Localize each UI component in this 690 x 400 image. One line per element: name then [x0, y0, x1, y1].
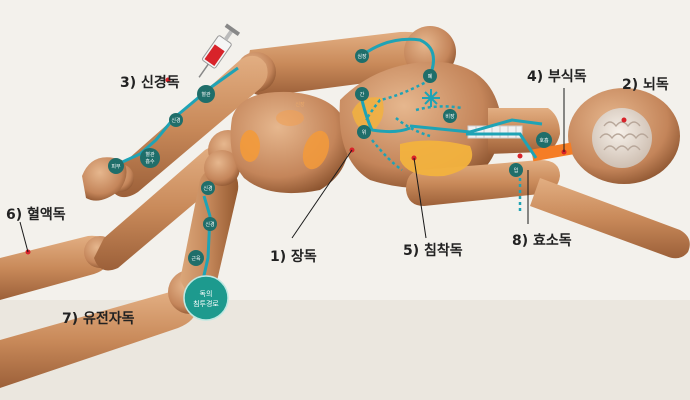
label-enzyme-poison: 8) 효소독 [512, 233, 572, 249]
svg-text:비장: 비장 [445, 113, 455, 120]
node-nerve-c: 신경 [203, 217, 217, 231]
stomach-organ [400, 140, 473, 177]
node-nerve-b: 신경 [201, 181, 215, 195]
torso-path-upper [358, 91, 411, 134]
node-lung: 폐 [423, 69, 437, 83]
node-muscle: 근육 [188, 250, 204, 266]
svg-text:침투경로: 침투경로 [193, 299, 219, 308]
leader-blood [19, 221, 29, 253]
node-blood-vessel: 혈관 [197, 85, 215, 103]
node-breath: 호흡 [536, 132, 552, 148]
svg-text:흡수: 흡수 [145, 158, 155, 165]
leg-path [200, 195, 212, 285]
svg-text:피부: 피부 [111, 163, 121, 170]
node-stomach: 위 [357, 125, 371, 139]
svg-text:신경: 신경 [203, 185, 212, 192]
dashed-path-e [395, 117, 431, 138]
svg-text:신경: 신경 [205, 221, 214, 228]
organ-blob-left [240, 130, 260, 162]
brain-folds [599, 121, 649, 152]
poison-paths [117, 37, 543, 285]
syringe-icon [198, 23, 241, 78]
svg-text:독의: 독의 [200, 289, 213, 298]
arm-upper [244, 31, 442, 96]
red-dot-brain [621, 117, 627, 123]
right-shin [0, 291, 197, 388]
lung-burst-icon [422, 89, 440, 107]
svg-text:근육: 근육 [191, 256, 201, 262]
poison-paths-dashed [364, 78, 522, 214]
hip-joint-right [204, 150, 240, 186]
leader-intestinal [291, 149, 353, 239]
label-brain-poison: 2) 뇌독 [622, 77, 669, 93]
red-dot-nerve [165, 77, 171, 83]
dashed-path-b [415, 105, 463, 112]
svg-text:신경: 신경 [171, 117, 180, 124]
node-spleen: 비장 [443, 109, 457, 123]
shoulder-path [363, 37, 435, 71]
node-kidney: 신장 [295, 101, 305, 108]
svg-text:심장: 심장 [357, 53, 367, 60]
svg-text:위: 위 [362, 129, 367, 136]
label-blood-poison: 6) 혈액독 [6, 207, 66, 223]
leader-deposit [413, 157, 427, 239]
lower-arm-floor [530, 178, 690, 259]
torso-path-mid [409, 118, 543, 134]
red-dot-enzyme [517, 153, 523, 159]
pelvis [230, 91, 349, 194]
organ-blob-right [302, 130, 330, 170]
node-vessel-absorb: 혈관 흡수 [140, 148, 160, 168]
node-heart: 심장 [355, 49, 369, 63]
arm-path [117, 66, 239, 166]
label-corrosive-poison: 4) 부식독 [527, 69, 587, 85]
dashed-path-a [364, 78, 431, 121]
brain-icon [592, 108, 652, 168]
label-deposit-poison: 5) 침착독 [403, 243, 463, 259]
svg-text:간: 간 [360, 91, 365, 98]
svg-text:혈관: 혈관 [201, 91, 211, 98]
svg-text:혈관: 혈관 [145, 151, 155, 158]
node-skin: 피부 [108, 158, 124, 174]
left-shin [94, 146, 234, 271]
legend-infiltration-route: 독의 침투경로 [183, 275, 229, 321]
spine-path [466, 132, 538, 159]
svg-text:신장: 신장 [295, 101, 305, 108]
node-nerve-a: 신경 [169, 113, 183, 127]
svg-text:호흡: 호흡 [539, 137, 549, 144]
node-liver: 간 [355, 87, 369, 101]
label-nerve-poison: 3) 신경독 [120, 75, 180, 91]
label-intestinal-poison: 1) 장독 [270, 249, 317, 265]
path-nodes: 혈관 신경 혈관 흡수 피부 신경 신경 근육 심장 [108, 49, 552, 266]
organ-blob-top [276, 110, 304, 126]
svg-text:폐: 폐 [428, 73, 433, 80]
svg-text:입: 입 [514, 167, 519, 174]
label-genetic-poison: 7) 유전자독 [62, 311, 135, 327]
node-mouth: 입 [509, 163, 523, 177]
esophagus-organ [531, 142, 573, 162]
